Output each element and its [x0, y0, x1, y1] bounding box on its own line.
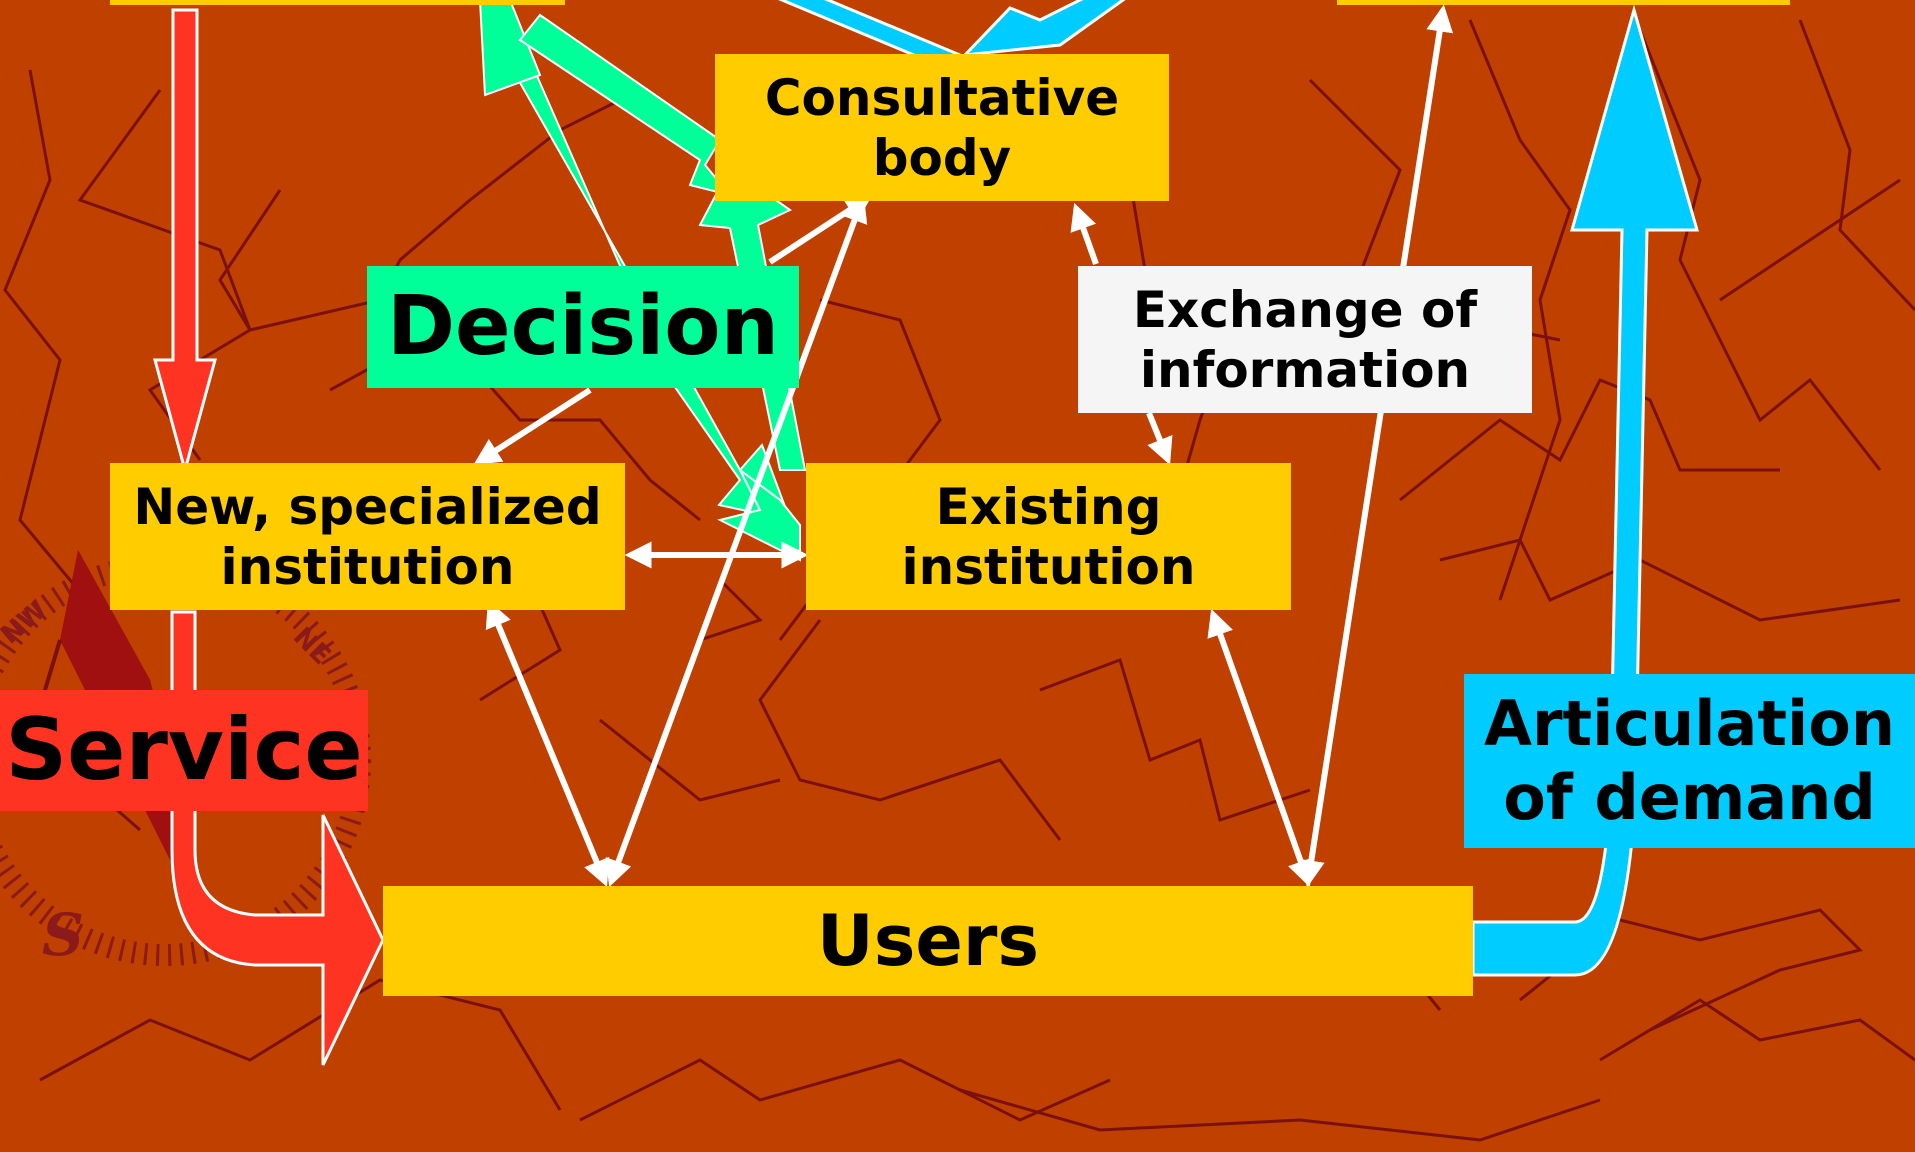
- new-institution-label-line2: institution: [220, 537, 515, 596]
- exchange-label-line2: information: [1139, 340, 1471, 399]
- consultative-body-label-line2: body: [872, 128, 1012, 187]
- service-label-text: Service: [5, 699, 363, 800]
- users-label: Users: [816, 900, 1040, 982]
- existing-institution-box: Existing institution: [806, 463, 1291, 610]
- information-arrows: [473, 4, 1454, 888]
- top-left-box: [110, 0, 565, 5]
- decision-arrow-to-consultative: [518, 13, 733, 197]
- service-arrow-down: [153, 8, 217, 476]
- new-institution-label-line1: New, specialized: [133, 477, 602, 536]
- articulation-label-line1: Articulation: [1483, 686, 1896, 760]
- articulation-label-line2: of demand: [1503, 761, 1876, 834]
- consultative-body-label-line1: Consultative: [764, 68, 1120, 127]
- new-specialized-institution-box: New, specialized institution: [110, 463, 625, 610]
- articulation-of-demand-label: Articulation of demand: [1464, 674, 1915, 848]
- consultative-body-box: Consultative body: [715, 54, 1169, 201]
- arrow-consultative-users: [605, 194, 868, 888]
- exchange-label-line1: Exchange of: [1132, 280, 1478, 339]
- compass-label-nw: NW: [0, 595, 53, 650]
- existing-institution-label-line1: Existing: [935, 477, 1162, 536]
- arrow-existing-users: [1207, 608, 1314, 888]
- users-box: Users: [383, 886, 1473, 996]
- existing-institution-label-line2: institution: [901, 537, 1196, 596]
- decision-label-text: Decision: [386, 278, 780, 374]
- service-arrows: [153, 8, 385, 1066]
- top-right-box: [1337, 0, 1790, 5]
- arrow-exchange-existing: [1146, 411, 1173, 466]
- demand-arrow-top-right: [961, 0, 1126, 57]
- demand-arrow-up: [1471, 4, 1699, 977]
- arrow-decision-to-new-institution: [473, 387, 592, 465]
- service-label: Service: [0, 690, 368, 811]
- decision-arrow-up-left: [478, 0, 542, 97]
- compass-label-s: S: [42, 901, 84, 969]
- service-arrow-to-users: [170, 610, 385, 1066]
- decision-label: Decision: [367, 266, 799, 388]
- exchange-of-information-box: Exchange of information: [1078, 266, 1532, 413]
- arrow-exchange-consultative: [1070, 202, 1099, 266]
- arrow-new-institution-users: [485, 600, 610, 887]
- arrow-users-top-right: [1297, 4, 1454, 888]
